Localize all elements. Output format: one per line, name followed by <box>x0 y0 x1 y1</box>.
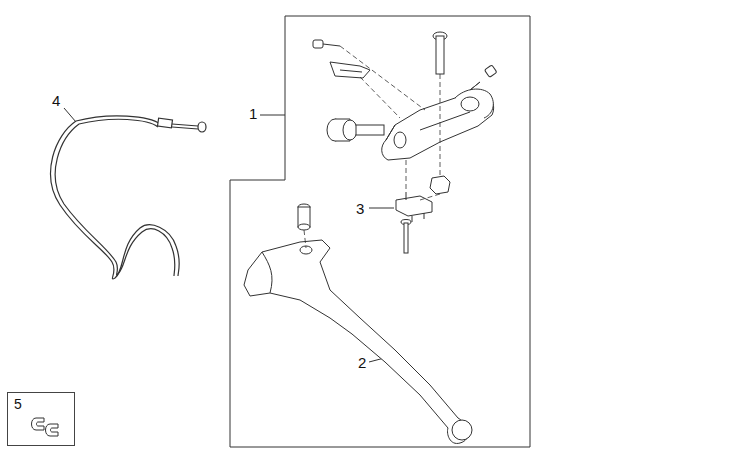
callout-number: 2 <box>358 355 366 370</box>
callout-number: 5 <box>14 397 22 411</box>
kit-outline <box>230 16 530 447</box>
callout-number: 3 <box>356 201 364 216</box>
callout-number: 1 <box>249 106 257 121</box>
part-box: 5 <box>7 392 75 446</box>
callout-number: 4 <box>52 93 60 108</box>
